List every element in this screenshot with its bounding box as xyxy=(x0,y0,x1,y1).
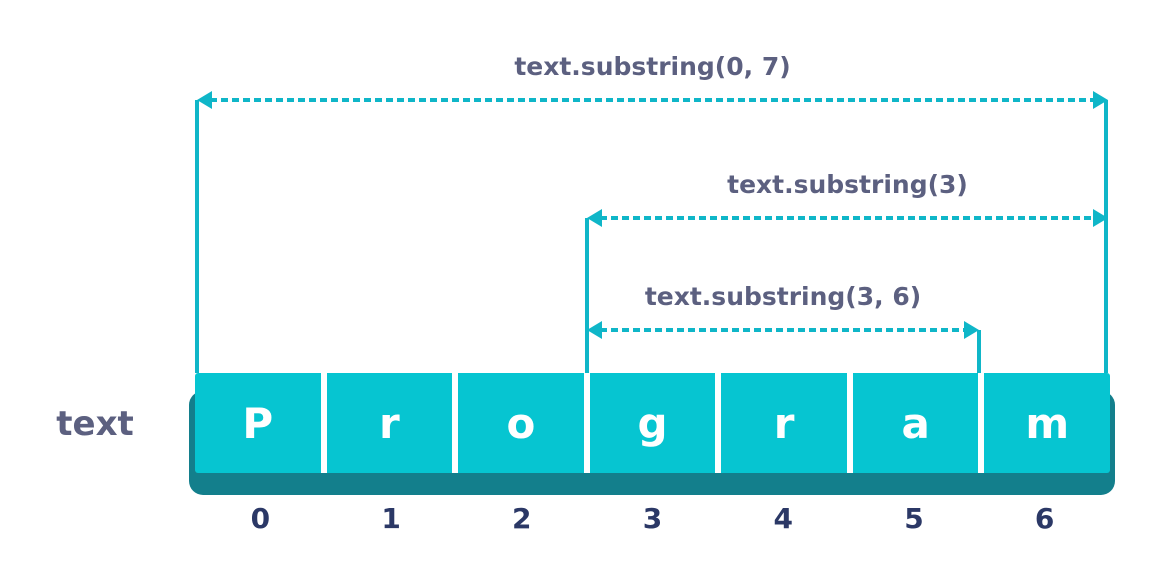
dashed-line xyxy=(210,98,1095,102)
range-arrow-substring-3 xyxy=(587,209,1108,227)
index-label-6: 6 xyxy=(1034,502,1055,535)
cell-char: P xyxy=(242,398,274,448)
arrowhead-left-icon xyxy=(587,209,602,227)
variable-name-label: text xyxy=(56,404,134,444)
boundary-line-index-3 xyxy=(585,218,589,373)
cell-char: a xyxy=(901,398,930,448)
string-cell-0: P xyxy=(195,373,327,473)
string-cell-4: r xyxy=(721,373,853,473)
cell-char: g xyxy=(637,398,668,448)
string-cell-6: m xyxy=(984,373,1110,473)
index-label-4: 4 xyxy=(773,502,793,535)
string-cell-5: a xyxy=(853,373,985,473)
annotation-label-substring-3-6: text.substring(3, 6) xyxy=(644,282,922,311)
string-cells-row: P r o g r a m xyxy=(195,373,1110,473)
index-label-2: 2 xyxy=(512,502,532,535)
index-label-3: 3 xyxy=(642,502,663,535)
range-arrow-substring-3-6 xyxy=(587,321,979,339)
index-label-0: 0 xyxy=(250,502,271,535)
dashed-line xyxy=(600,216,1095,220)
boundary-line-index-6 xyxy=(977,330,981,373)
string-cell-1: r xyxy=(327,373,459,473)
cell-char: r xyxy=(773,398,795,448)
arrowhead-right-icon xyxy=(964,321,979,339)
arrowhead-left-icon xyxy=(587,321,602,339)
boundary-line-index-0 xyxy=(195,100,199,373)
cell-char: o xyxy=(506,398,536,448)
index-labels-row: 0 1 2 3 4 5 6 xyxy=(195,502,1110,535)
arrowhead-left-icon xyxy=(197,91,212,109)
cell-char: m xyxy=(1025,398,1070,448)
index-label-5: 5 xyxy=(904,502,924,535)
dashed-line xyxy=(600,328,966,332)
annotation-label-substring-0-7: text.substring(0, 7) xyxy=(514,52,791,81)
cell-char: r xyxy=(379,398,400,448)
range-arrow-substring-0-7 xyxy=(197,91,1108,109)
string-cell-2: o xyxy=(458,373,590,473)
index-label-1: 1 xyxy=(381,502,401,535)
annotation-label-substring-3: text.substring(3) xyxy=(727,170,968,199)
boundary-line-end xyxy=(1104,100,1108,373)
string-cell-3: g xyxy=(590,373,722,473)
